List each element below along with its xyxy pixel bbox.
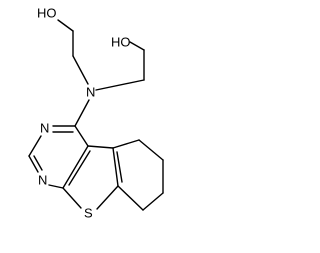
bond-c4-c5	[138, 139, 164, 161]
chemical-structure: HO HO N N N S	[28, 5, 164, 220]
bond-n-c4ring	[74, 99, 90, 127]
bond-c8a-s	[62, 187, 82, 209]
bond-c2-n	[72, 55, 89, 85]
thiophene-ring	[62, 145, 123, 210]
bond-c8a-c4a	[62, 145, 89, 189]
bond-c7a-c3a-inner	[116, 151, 123, 183]
bond-c2-n1-inner	[33, 155, 43, 171]
bond-c4-n	[95, 79, 145, 91]
atom-label-ho-lower: HO	[111, 34, 131, 49]
bond-c2-n1	[28, 155, 39, 173]
atom-label-pyrimidine-n-lower: N	[38, 172, 47, 187]
atom-label-amine-n: N	[86, 84, 95, 99]
bond-c7-c7a	[117, 185, 144, 211]
cyclohexene-ring	[112, 139, 164, 211]
atom-label-ho-upper: HO	[37, 5, 57, 20]
pyrimidine-ring	[28, 125, 91, 189]
atom-label-thiophene-s: S	[84, 205, 93, 220]
bond-n1-c8a	[48, 184, 64, 189]
bond-n3-c2	[28, 135, 42, 157]
bond-c6-c7	[142, 192, 164, 211]
hydroxyethyl-arm-lower	[95, 41, 145, 91]
hydroxyethyl-arm-upper	[57, 19, 89, 85]
bond-o2-c3	[129, 41, 145, 51]
bond-c8a-c4a-inner	[68, 150, 91, 186]
bond-o1-c1	[57, 19, 74, 32]
bond-c3a-c4	[112, 139, 140, 149]
bond-c7a-c3a	[112, 147, 119, 187]
bond-c4a-c4	[74, 125, 89, 147]
bond-s-c7a	[96, 185, 119, 210]
atom-label-pyrimidine-n-upper: N	[40, 120, 49, 135]
bond-c3a-c4a	[87, 145, 114, 149]
